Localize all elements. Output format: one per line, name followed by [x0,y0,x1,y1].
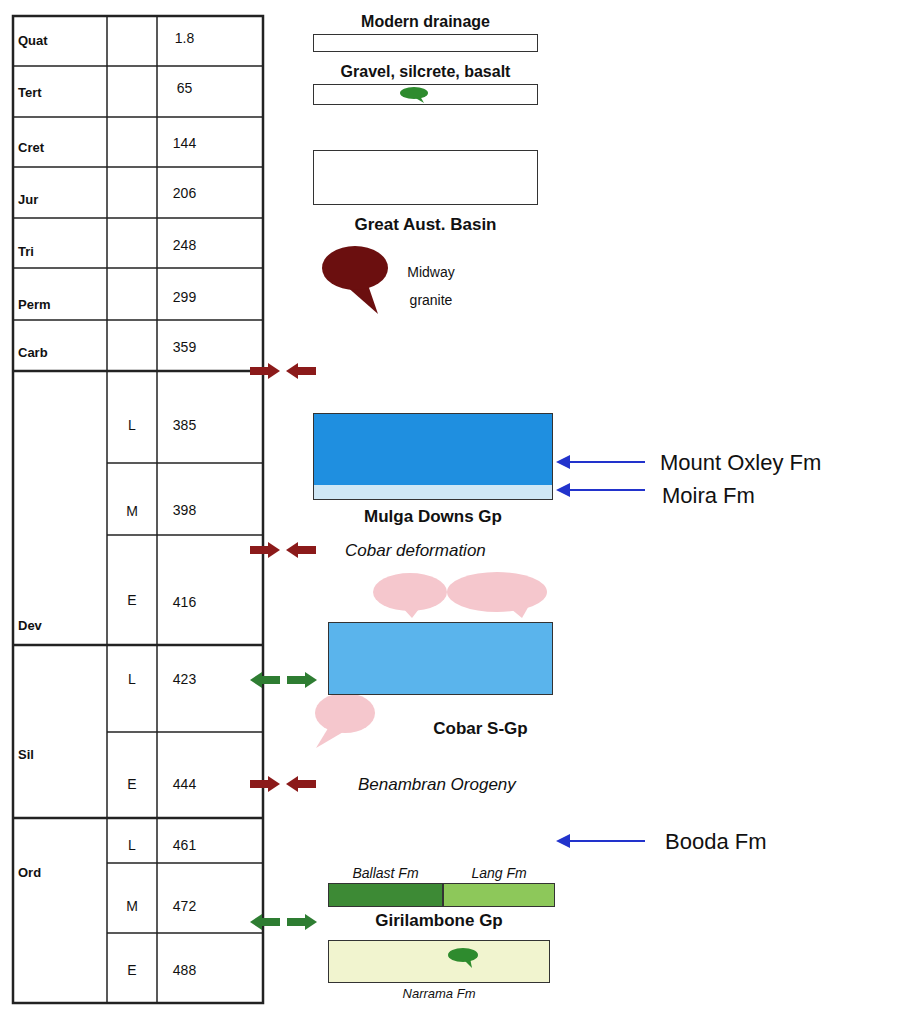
unit-caption: Mulga Downs Gp [274,507,592,527]
timescale-cell: 65 [157,80,212,96]
timescale-cell: L [107,837,157,853]
timescale-cell: 385 [157,417,212,433]
timescale-cell: L [107,417,157,433]
unit-heading: Lang Fm [404,865,594,881]
tectonic-arrow [286,542,316,558]
timescale-cell: Tri [18,245,103,260]
unit-heading: Modern drainage [274,13,577,31]
timescale-cell: 299 [157,289,212,305]
event-label: Benambran Orogeny [358,775,598,795]
unit-box: Gravel, silcrete, basalt [313,84,538,105]
tectonic-arrow [286,363,316,379]
formation-bar: Ballast Fm [328,883,443,907]
timescale-cell: E [107,776,157,792]
tectonic-arrow [287,914,317,930]
formation-label: Moira Fm [662,483,902,508]
formation-band: Cobar S-Gp [328,622,553,695]
timescale-cell: M [107,503,157,519]
timescale-cell: Carb [18,346,103,361]
timescale-cell: Quat [18,34,103,49]
tectonic-arrow [287,672,317,688]
event-label: Cobar deformation [345,541,565,561]
unit-caption: Narrama Fm [289,986,589,1001]
formation-band: Mulga Downs Gp [313,413,553,500]
tectonic-arrow [250,914,280,930]
tectonic-arrow [250,542,280,558]
timescale-cell: Sil [18,748,103,763]
tectonic-arrow [250,672,280,688]
timescale-cell: 423 [157,671,212,687]
unit-heading: Gravel, silcrete, basalt [274,63,577,81]
formation-band: Girilambone GpNarrama Fm [328,940,550,983]
timescale-cell: 472 [157,898,212,914]
timescale-cell: Perm [18,298,103,313]
timescale-cell: Ord [18,866,103,881]
formation-label: Booda Fm [665,829,865,854]
tectonic-arrow [250,363,280,379]
timescale-cell: 488 [157,962,212,978]
tectonic-arrow [286,776,316,792]
timescale-cell: 144 [157,135,212,151]
timescale-cell: Dev [18,619,103,634]
tectonic-arrow [250,776,280,792]
timescale-cell: E [107,962,157,978]
timescale-grid [13,16,263,1003]
timescale-cell: M [107,898,157,914]
tectonic-arrows [250,363,317,930]
unit-heading: Ballast Fm [289,865,482,881]
formation-label: Mount Oxley Fm [660,450,900,475]
unit-box: Modern drainage [313,34,538,52]
timescale-cell: 416 [157,594,212,610]
timescale-cell: 1.8 [157,30,212,46]
timescale-cell: 206 [157,185,212,201]
unit-caption: Cobar S-Gp [369,719,592,739]
timescale-cell: L [107,671,157,687]
unit-heading: Girilambone Gp [289,911,589,931]
timescale-cell: 398 [157,502,212,518]
leader-arrows [556,455,645,848]
timescale-cell: Tert [18,86,103,101]
rock-label: Midway granite [400,258,462,314]
timescale-cell: 444 [157,776,212,792]
formation-bar: Lang Fm [443,883,555,907]
timescale-cell: E [107,592,157,608]
unit-caption: Great Aust. Basin [274,215,577,235]
timescale-cell: Cret [18,141,103,156]
unit-box: Great Aust. Basin [313,150,538,205]
timescale-cell: Jur [18,193,103,208]
timescale-cell: 359 [157,339,212,355]
timescale-cell: 461 [157,837,212,853]
timescale-cell: 248 [157,237,212,253]
